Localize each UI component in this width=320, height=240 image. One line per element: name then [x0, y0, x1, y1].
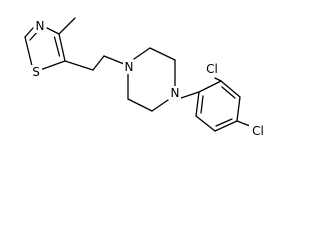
bond-c2-c3: [220, 80, 241, 98]
label-bg-cl-para: [249, 124, 267, 138]
bond-c4-n3: [46, 27, 60, 35]
bond-c4-cl: [236, 120, 251, 127]
bond-c4-c5-double: [215, 118, 233, 127]
bond-c5-c4: [58, 33, 66, 62]
bond-c5-c6: [195, 115, 216, 132]
bond-ch2-ch2: [92, 55, 105, 71]
bond-c4-methyl: [58, 17, 76, 35]
bond-cc-cd: [127, 98, 153, 112]
bond-n3-c2: [24, 27, 34, 38]
bond-c2-c3-double: [221, 86, 236, 99]
piperazine-nitrogen-1-label: N: [125, 60, 134, 74]
piperazine-ring: [127, 47, 176, 112]
bond-c5-c4-double: [53, 36, 61, 57]
bond-c4-c5: [214, 120, 238, 132]
label-bg-s: [30, 65, 42, 79]
bond-c5-ch2: [64, 60, 94, 71]
bond-ca-cb: [149, 47, 176, 61]
molecule-diagram: N S N N Cl Cl: [24, 17, 267, 138]
bond-n4-cc: [151, 99, 169, 112]
dichlorophenyl-ring: [180, 77, 251, 132]
bond-c1-c2: [198, 80, 222, 93]
bond-c2-cl: [214, 77, 222, 82]
bond-s1-c5: [39, 60, 66, 71]
bond-c3-c4: [236, 96, 241, 122]
piperazine-nitrogen-4-label: N: [171, 86, 180, 100]
bond-c2-s1: [24, 36, 34, 71]
label-bg-n4: [169, 86, 181, 100]
bond-n4-c1: [180, 91, 200, 99]
label-bg-n1: [123, 60, 135, 74]
structure-drawing: N S N N Cl Cl: [24, 17, 267, 138]
bond-c6-c1-double: [200, 95, 204, 114]
ortho-chlorine-label: Cl: [206, 62, 218, 76]
bond-ch2-n1: [103, 55, 125, 65]
atom-labels: N S N N Cl Cl: [30, 19, 267, 138]
bond-c6-c1: [195, 91, 200, 117]
label-bg-cl-ortho: [203, 62, 221, 76]
bond-n1-ca: [133, 47, 151, 60]
ethyl-linker: [64, 55, 125, 71]
para-chlorine-label: Cl: [252, 124, 264, 138]
thiazole-sulfur-label: S: [32, 65, 40, 79]
thiazole-nitrogen-label: N: [36, 19, 45, 33]
label-bg-n: [34, 19, 46, 33]
